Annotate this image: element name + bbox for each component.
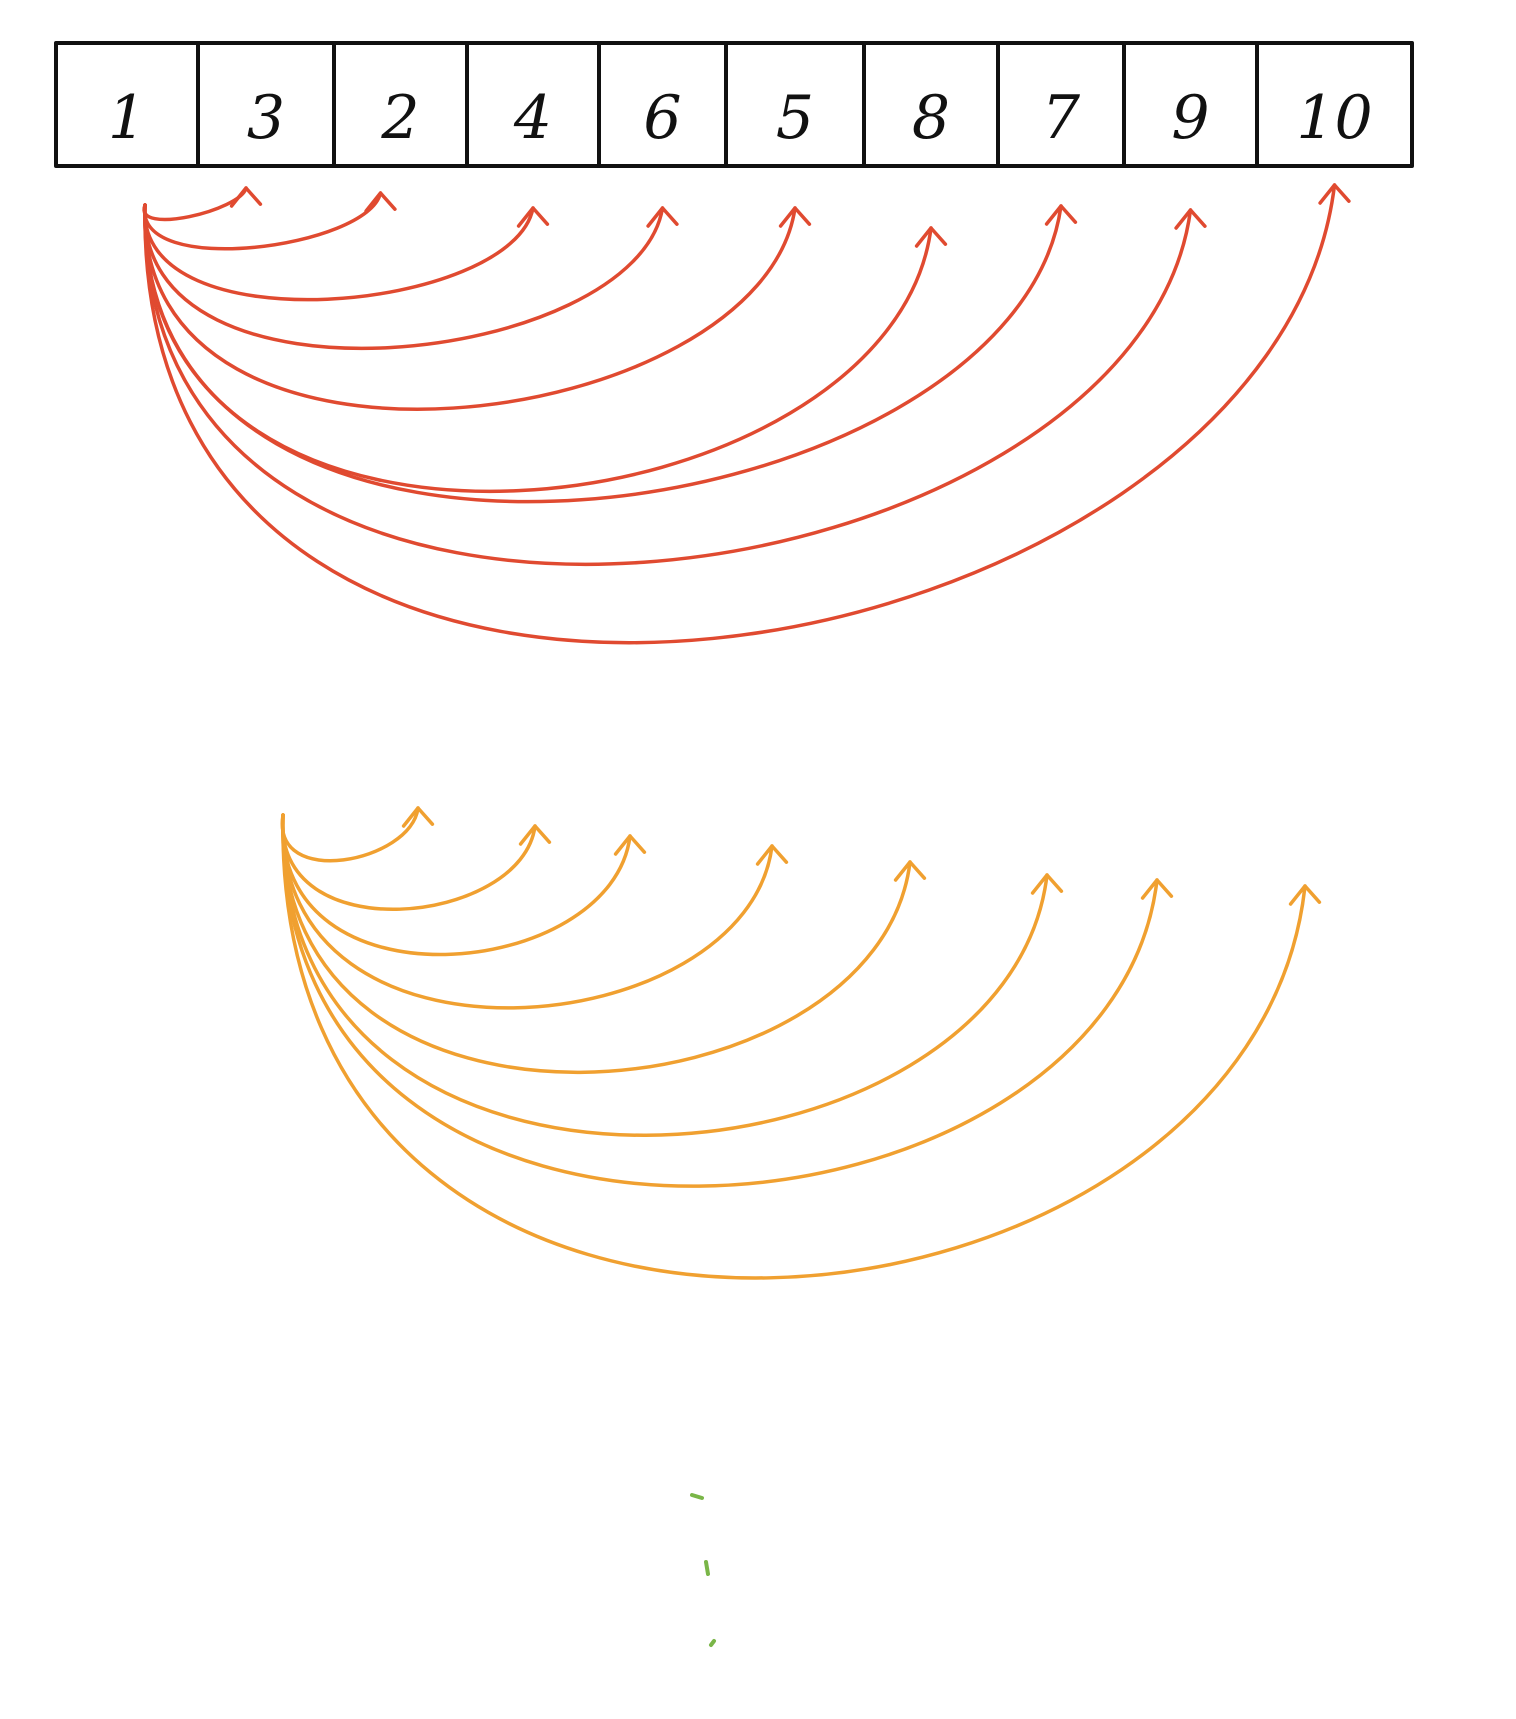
second-pass-arcs — [280, 806, 1322, 1280]
first-pass-arc-line — [143, 203, 797, 411]
first-pass-arc-line — [143, 203, 1063, 504]
second-pass-arc-line — [281, 813, 1049, 1137]
array-cell: 10 — [1255, 41, 1414, 168]
first-pass-arc-line — [143, 183, 1337, 645]
first-pass-arc-line — [143, 203, 1193, 567]
array-cell-value: 6 — [643, 83, 681, 153]
arrowhead-icon — [646, 206, 679, 228]
first-pass-arc-line — [143, 203, 535, 302]
second-pass-arc-line — [281, 813, 1307, 1280]
arrowhead-icon — [755, 844, 789, 866]
second-pass-arc-line — [280, 806, 420, 863]
array-row: 1 3 2 4 6 5 8 7 9 10 — [54, 41, 1414, 168]
first-pass-arc — [143, 183, 1351, 645]
arrowhead-icon — [893, 860, 927, 882]
second-pass-arc — [281, 813, 1174, 1188]
second-pass-arc — [281, 813, 789, 1010]
array-cell: 1 — [54, 41, 200, 168]
array-cell: 9 — [1122, 41, 1259, 168]
second-pass-arc-line — [281, 813, 912, 1075]
array-cell: 5 — [724, 41, 866, 168]
first-pass-arc — [143, 203, 1207, 567]
arrowhead-icon — [1030, 873, 1064, 895]
array-cell-value: 1 — [108, 83, 146, 153]
second-pass-arc — [281, 813, 1064, 1137]
array-cell-value: 3 — [247, 83, 285, 153]
array-cell-value: 5 — [776, 83, 814, 153]
array-cell: 7 — [996, 41, 1126, 168]
second-pass-arc — [280, 806, 435, 863]
array-cell-value: 8 — [912, 83, 950, 153]
second-pass-arc-line — [281, 813, 632, 957]
second-pass-arc-line — [281, 813, 774, 1010]
first-pass-arc — [143, 203, 812, 411]
array-cell-value: 10 — [1296, 83, 1372, 153]
arrowhead-icon — [229, 186, 263, 208]
arrowhead-icon — [1288, 884, 1322, 906]
arrowhead-icon — [1318, 183, 1351, 205]
arrowhead-icon — [364, 191, 397, 213]
first-pass-arc — [143, 203, 1078, 504]
ellipsis-dot-icon — [704, 1560, 710, 1576]
first-pass-arc — [143, 203, 679, 351]
first-pass-arc — [143, 203, 948, 493]
second-pass-arc — [281, 813, 927, 1075]
array-cell-value: 7 — [1042, 83, 1081, 153]
ellipsis-dot-icon — [709, 1639, 716, 1647]
array-cell-value: 2 — [380, 83, 419, 153]
second-pass-arc — [281, 813, 552, 912]
arrowhead-icon — [401, 806, 435, 828]
array-cell-value: 9 — [1171, 83, 1209, 153]
first-pass-arc-line — [143, 203, 665, 351]
second-pass-arc-line — [281, 813, 537, 912]
arrowhead-icon — [1044, 204, 1078, 226]
first-pass-arc — [143, 191, 397, 251]
first-pass-arc — [142, 186, 263, 222]
second-pass-arc-line — [281, 813, 1159, 1188]
array-cell-value: 4 — [513, 83, 552, 153]
array-cell: 2 — [332, 41, 469, 168]
arrowhead-icon — [518, 824, 552, 846]
second-pass-arc — [281, 813, 1322, 1280]
first-pass-arc-line — [142, 186, 248, 222]
arrowhead-icon — [1174, 208, 1207, 230]
arrowhead-icon — [516, 206, 550, 228]
array-cell: 3 — [196, 41, 336, 168]
first-pass-arc — [143, 203, 550, 302]
first-pass-arcs — [142, 183, 1351, 645]
ellipsis-dot-icon — [690, 1493, 704, 1500]
array-cell: 6 — [597, 41, 728, 168]
continuation-dots — [690, 1493, 716, 1647]
arrowhead-icon — [914, 226, 948, 248]
first-pass-arc-line — [143, 191, 383, 251]
arrowhead-icon — [613, 834, 647, 856]
second-pass-arc — [281, 813, 647, 957]
arrowhead-icon — [1140, 878, 1174, 900]
array-cell-border — [1255, 41, 1414, 168]
array-cell: 4 — [465, 41, 601, 168]
arrowhead-icon — [778, 206, 812, 228]
array-cell: 8 — [862, 41, 1000, 168]
